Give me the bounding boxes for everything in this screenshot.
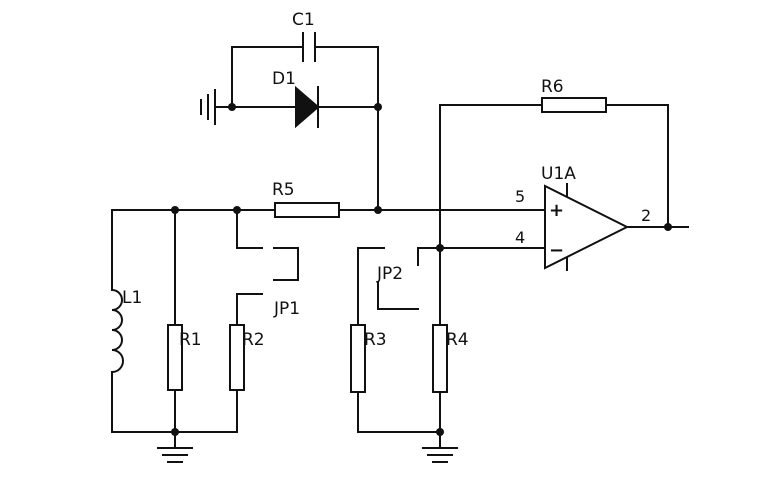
opamp-minus-sign: − [549,240,564,261]
junction-dot [374,206,382,214]
pin-4-label: 4 [515,228,525,247]
ground-symbol-bottom-left [157,447,193,463]
capacitor-c1 [302,32,316,62]
junction-dot [436,244,444,252]
ground-symbol-bottom-right [422,447,458,463]
r4-label: R4 [446,330,469,350]
r3-r4-jp2-branch-wires [357,247,441,449]
r6-label: R6 [541,77,564,97]
r5-label: R5 [272,180,295,200]
output-feedback-wires [439,104,689,249]
l1-label: L1 [122,288,142,308]
c1-label: C1 [292,10,315,30]
junction-dot [228,103,236,111]
junction-dot [233,206,241,214]
diode-d1 [295,85,320,129]
c1-d1-loop-wires [214,46,379,211]
inductor-l1 [110,288,124,374]
u1a-label: U1A [541,164,576,184]
junction-dot [664,223,672,231]
resistor-r5 [274,202,340,218]
r2-label: R2 [242,330,265,350]
resistor-r3 [350,324,366,393]
junction-dot [171,428,179,436]
pin-2-label: 2 [641,206,651,225]
junction-dot [436,428,444,436]
jp1-label: JP1 [273,299,300,319]
opamp-u1a [544,184,630,270]
ground-symbol-top-left [200,89,216,125]
jp2-label: JP2 [376,264,403,284]
r3-label: R3 [364,330,387,350]
pin-5-label: 5 [515,187,525,206]
d1-label: D1 [272,69,296,89]
junction-dot [171,206,179,214]
resistor-r1 [167,324,183,391]
r2-jp1-branch-wires [236,209,299,433]
r1-label: R1 [179,330,202,350]
opamp-plus-sign: + [549,200,564,221]
junction-dot [374,103,382,111]
resistor-r6 [541,97,607,113]
resistor-r4 [432,324,448,393]
resistor-r2 [229,324,245,391]
